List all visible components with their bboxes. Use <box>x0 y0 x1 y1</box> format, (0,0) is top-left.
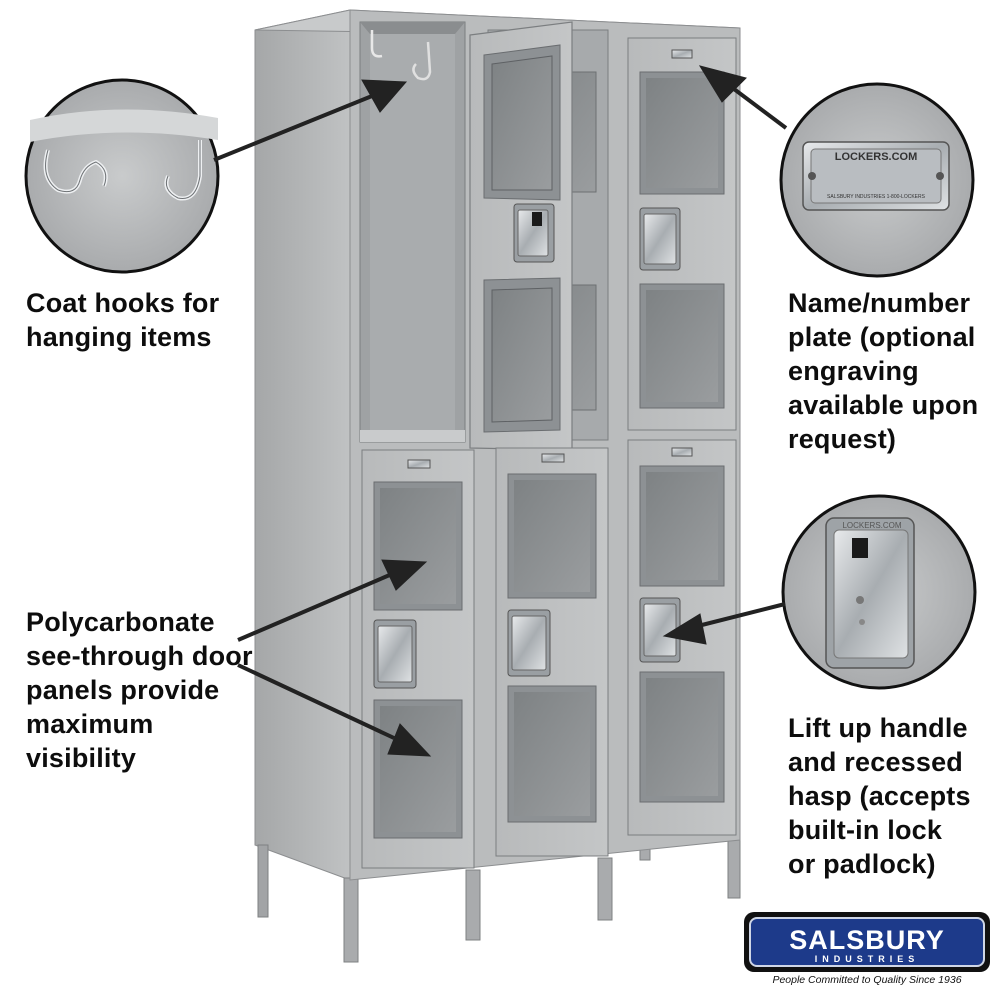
caption-line: visibility <box>26 743 137 773</box>
locker-door <box>495 447 609 857</box>
caption-line: panels provide <box>26 675 220 705</box>
name-plate-icon: LOCKERS.COM SALSBURY INDUSTRIES 1-800-LO… <box>802 141 950 211</box>
plate-sub-text: SALSBURY INDUSTRIES 1-800-LOCKERS <box>827 194 926 200</box>
coat-hook-icon <box>370 30 383 58</box>
caption-line: or padlock) <box>788 849 936 879</box>
name-plate-icon <box>671 49 693 59</box>
handle-plate-text: LOCKERS.COM <box>842 521 901 530</box>
locker-unit <box>254 9 741 963</box>
caption-line: see-through door <box>26 641 253 671</box>
arrow-icon <box>698 65 747 103</box>
caption-line: Polycarbonate <box>26 607 215 637</box>
logo-tagline: People Committed to Quality Since 1936 <box>772 974 962 986</box>
coat-hooks-caption: Coat hooks for hanging items <box>26 286 219 354</box>
locker-side-panel <box>254 9 351 881</box>
coat-hook-icon <box>165 140 201 200</box>
locker-leg <box>727 839 741 899</box>
logo-sub: INDUSTRIES <box>815 954 920 964</box>
door-panels-caption: Polycarbonate see-through door panels pr… <box>26 605 253 775</box>
caption-line: plate (optional <box>788 322 976 352</box>
arrow-icon <box>361 79 408 113</box>
locker-door <box>627 439 737 836</box>
locker-leg <box>257 844 269 918</box>
locker-leg <box>597 857 613 921</box>
caption-line: Name/number <box>788 288 971 318</box>
name-plate-icon <box>407 459 431 469</box>
handle-icon <box>639 597 681 663</box>
name-plate-icon <box>671 447 693 457</box>
arrow-icon <box>387 723 432 757</box>
coat-hook-icon <box>45 149 107 193</box>
logo-name: SALSBURY <box>789 925 945 955</box>
open-door <box>469 21 609 451</box>
handle-icon <box>513 203 555 263</box>
locker-door <box>361 449 475 869</box>
name-plate-caption: Name/number plate (optional engraving av… <box>788 286 978 456</box>
salsbury-logo: SALSBURY INDUSTRIES <box>744 912 990 972</box>
coat-hooks-callout <box>24 78 220 274</box>
locker-leg <box>343 877 359 963</box>
handle-callout: LOCKERS.COM <box>781 494 977 690</box>
handle-caption: Lift up handle and recessed hasp (accept… <box>788 711 971 881</box>
arrow-icon <box>381 559 428 591</box>
handle-icon <box>639 207 681 271</box>
caption-line: request) <box>788 424 897 454</box>
locker-door <box>627 37 737 431</box>
caption-line: hasp (accepts <box>788 781 971 811</box>
name-plate-callout: LOCKERS.COM SALSBURY INDUSTRIES 1-800-LO… <box>779 82 975 278</box>
locker-leg <box>465 869 481 941</box>
coat-hook-icon <box>412 41 432 81</box>
arrow-icon <box>662 613 707 645</box>
handle-icon: LOCKERS.COM <box>825 517 915 669</box>
caption-line: and recessed <box>788 747 963 777</box>
caption-line: engraving <box>788 356 919 386</box>
caption-line: available upon <box>788 390 979 420</box>
caption-line: Coat hooks for <box>26 288 220 318</box>
leader-arrows <box>213 65 788 757</box>
caption-line: built-in lock <box>788 815 943 845</box>
name-plate-icon <box>541 453 565 463</box>
plate-main-text: LOCKERS.COM <box>835 151 918 163</box>
caption-line: Lift up handle <box>788 713 968 743</box>
caption-line: hanging items <box>26 322 212 352</box>
caption-line: maximum <box>26 709 154 739</box>
handle-icon <box>507 609 551 677</box>
handle-icon <box>373 619 417 689</box>
